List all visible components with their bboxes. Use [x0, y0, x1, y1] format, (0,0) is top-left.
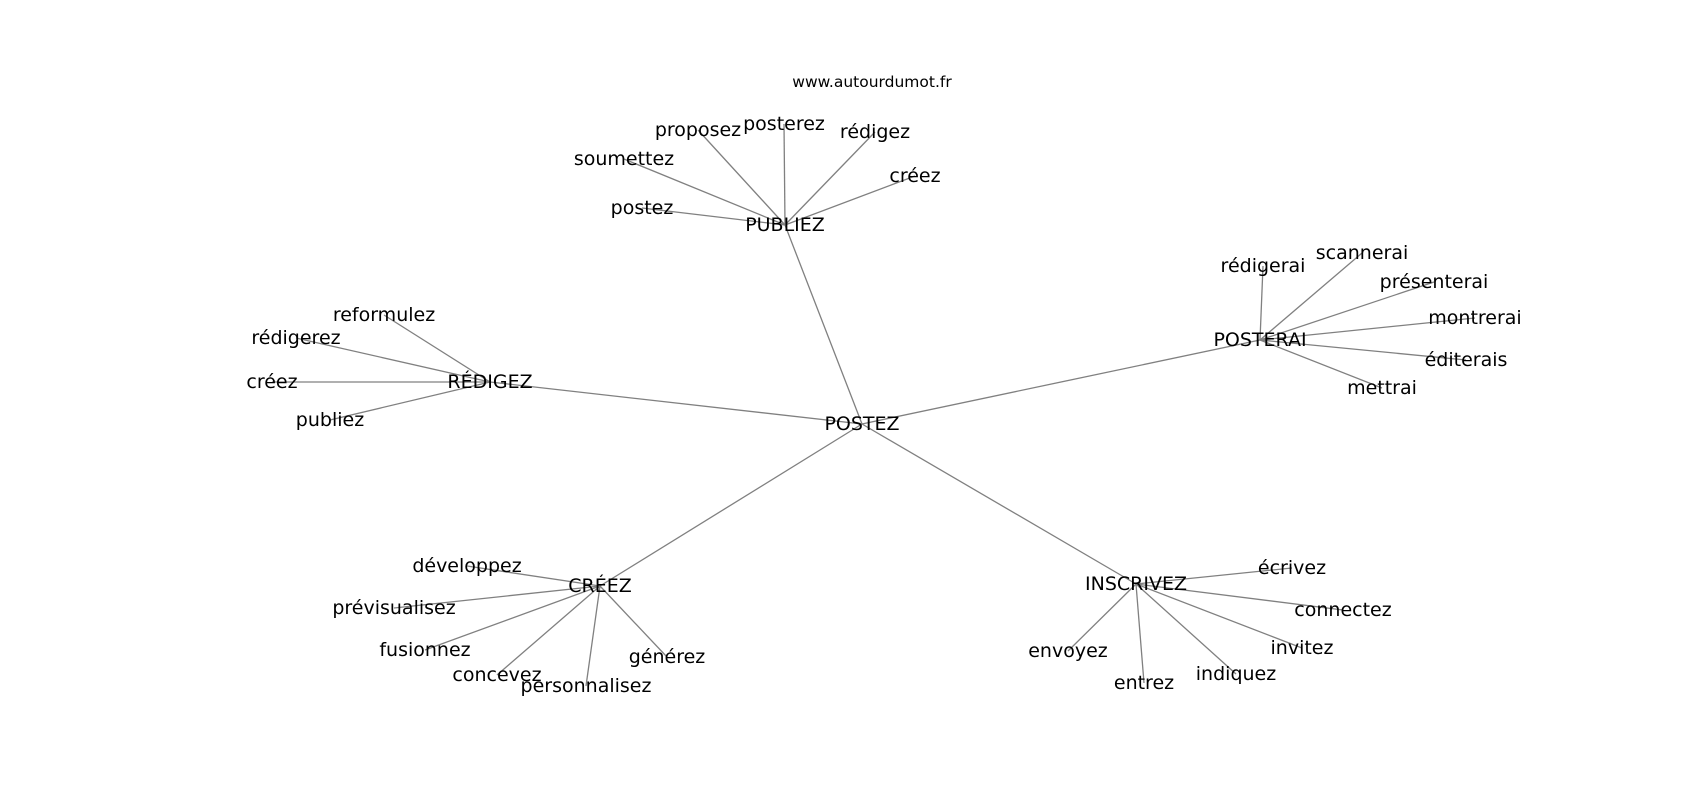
- edge-redigez-reformulez: [383, 314, 491, 383]
- leaf-node-label-presenterai: présenterai: [1380, 271, 1489, 293]
- leaf-node-label-creez: créez: [889, 165, 940, 187]
- edge-creez-personnalisez: [585, 585, 601, 687]
- leaf-node-label-concevez: concevez: [452, 664, 541, 686]
- labels-layer: www.autourdumot.fr POSTEZ PUBLIEZ postez so…: [246, 73, 1521, 697]
- edge-publiez-postez: [641, 207, 786, 226]
- edge-posterai-editerais: [1259, 339, 1467, 361]
- edge-publiez-creez: [784, 175, 916, 226]
- leaf-node-label-ecrivez: écrivez: [1258, 557, 1326, 579]
- leaf-node-label-scannerai: scannerai: [1316, 242, 1409, 264]
- edge-posterai-montrerai: [1259, 317, 1476, 341]
- edge-inscrivez-entrez: [1135, 583, 1145, 684]
- edge-posterai-presenterai: [1259, 281, 1435, 341]
- leaf-node-label-connectez: connectez: [1294, 599, 1391, 621]
- leaf-node-label-indiquez: indiquez: [1196, 663, 1276, 685]
- leaf-node-label-generez: générez: [629, 646, 706, 668]
- edge-inscrivez-envoyez: [1067, 583, 1137, 652]
- center-node-label: POSTEZ: [824, 413, 899, 435]
- edge-redigez-redigerez: [295, 337, 491, 383]
- edge-center-redigez: [489, 381, 863, 425]
- watermark-text: www.autourdumot.fr: [792, 73, 952, 91]
- leaf-node-label-postez: postez: [611, 197, 674, 219]
- leaf-node-label-developpez: développez: [412, 555, 521, 577]
- edge-inscrivez-connectez: [1135, 583, 1344, 611]
- leaf-node-label-personnalisez: personnalisez: [521, 675, 652, 697]
- hub-node-label-redigez: RÉDIGEZ: [447, 370, 532, 393]
- leaf-node-label-soumettez: soumettez: [574, 148, 674, 170]
- edges-layer: [272, 123, 1476, 687]
- hub-node-label-creez: CRÉEZ: [568, 574, 632, 597]
- leaf-node-label-montrerai: montrerai: [1428, 307, 1521, 329]
- edge-posterai-redigerai: [1259, 265, 1264, 341]
- leaf-node-label-redigerez: rédigerez: [251, 327, 340, 349]
- edge-center-publiez: [784, 224, 863, 425]
- leaf-node-label-mettrai: mettrai: [1347, 377, 1417, 399]
- hub-node-label-inscrivez: INSCRIVEZ: [1085, 573, 1187, 595]
- leaf-node-label-editerais: éditerais: [1425, 349, 1508, 371]
- edge-publiez-redigez: [784, 131, 876, 226]
- hub-node-label-publiez: PUBLIEZ: [745, 214, 825, 236]
- edge-inscrivez-ecrivez: [1135, 567, 1293, 585]
- edge-creez-concevez: [496, 585, 601, 676]
- leaf-node-label-fusionnez: fusionnez: [379, 639, 470, 661]
- edge-redigez-publiez: [329, 381, 491, 421]
- edge-creez-fusionnez: [424, 585, 601, 651]
- edge-creez-previsualisez: [393, 585, 601, 609]
- leaf-node-label-entrez: entrez: [1114, 672, 1174, 694]
- edge-publiez-soumettez: [623, 158, 786, 226]
- leaf-node-label-posterez: posterez: [743, 113, 825, 135]
- leaf-node-label-redigerai: rédigerai: [1221, 255, 1306, 277]
- leaf-node-label-invitez: invitez: [1271, 637, 1334, 659]
- leaf-node-label-proposez: proposez: [655, 119, 741, 141]
- leaf-node-label-redigez: rédigez: [840, 121, 910, 143]
- edge-center-inscrivez: [861, 423, 1137, 585]
- edge-creez-developpez: [466, 565, 601, 587]
- leaf-node-label-envoyez: envoyez: [1028, 640, 1108, 662]
- edge-creez-generez: [599, 585, 668, 658]
- edge-inscrivez-invitez: [1135, 583, 1303, 649]
- edge-publiez-proposez: [697, 129, 786, 226]
- hub-node-label-posterai: POSTERAI: [1213, 329, 1306, 351]
- edge-posterai-mettrai: [1259, 339, 1383, 389]
- leaf-node-label-creez: créez: [246, 371, 297, 393]
- edge-center-posterai: [861, 339, 1261, 425]
- edge-publiez-posterez: [783, 123, 786, 226]
- edge-center-creez: [599, 423, 863, 587]
- edge-inscrivez-indiquez: [1135, 583, 1237, 675]
- leaf-node-label-reformulez: reformulez: [333, 304, 435, 326]
- leaf-node-label-previsualisez: prévisualisez: [332, 597, 455, 619]
- edge-posterai-scannerai: [1259, 252, 1363, 341]
- leaf-node-label-publiez: publiez: [296, 409, 364, 431]
